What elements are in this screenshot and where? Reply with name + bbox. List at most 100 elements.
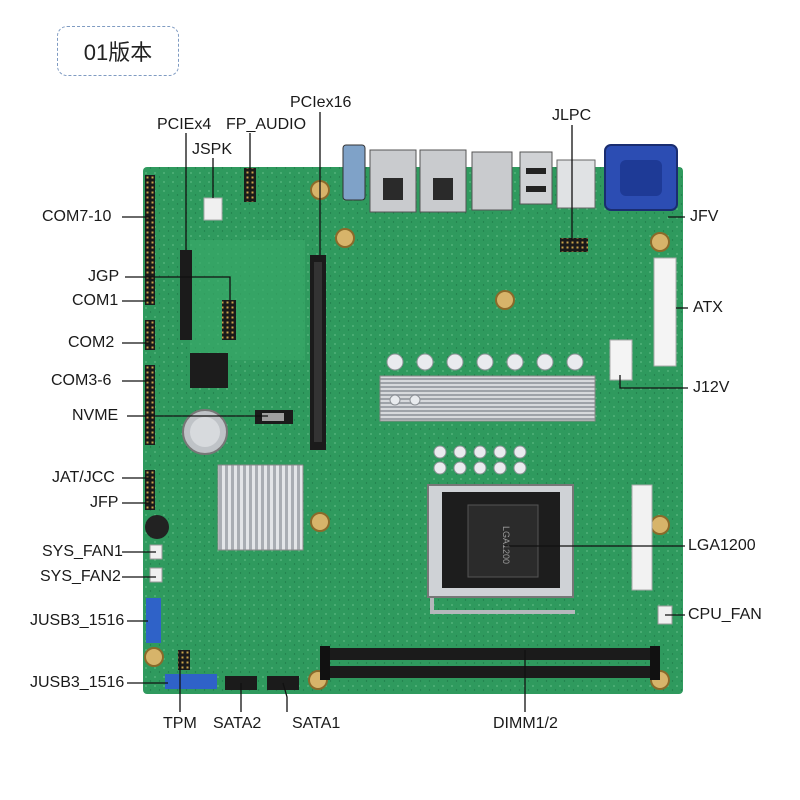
capacitor [536, 353, 554, 371]
dimm1-slot [330, 648, 650, 660]
pch-heatsink [217, 464, 304, 551]
socket-lever [430, 598, 575, 614]
label-jusb3-a: JUSB3_1516 [30, 612, 125, 629]
usb-port [556, 159, 596, 209]
label-com2: COM2 [68, 334, 115, 351]
capacitor [493, 461, 507, 475]
label-jfp: JFP [90, 494, 119, 511]
nvme-standoff [262, 413, 284, 421]
capacitor [409, 394, 421, 406]
label-fp-audio: FP_AUDIO [226, 116, 307, 133]
socket-cover [467, 504, 539, 578]
pciex4-slot [180, 250, 192, 340]
mount-hole [650, 515, 670, 535]
label-jspk: JSPK [192, 141, 233, 158]
label-cpu-fan: CPU_FAN [688, 606, 762, 623]
usb-port [519, 151, 553, 205]
com7-10-header [145, 175, 155, 305]
version-badge: 01版本 [57, 26, 179, 76]
jfp-header [145, 470, 155, 510]
capacitors [386, 353, 584, 475]
capacitor [433, 445, 447, 459]
leader-jgp [125, 276, 231, 300]
mount-hole [335, 228, 355, 248]
label-jat-jcc: JAT/JCC [52, 469, 115, 486]
capacitor [386, 353, 404, 371]
leader-lines [122, 112, 688, 712]
dimm2-slot [330, 666, 650, 678]
dimm-slots [320, 646, 660, 680]
label-j12v: J12V [693, 379, 730, 396]
capacitor [476, 353, 494, 371]
label-nvme: NVME [72, 407, 119, 424]
capacitor [453, 445, 467, 459]
label-com3-6: COM3-6 [51, 372, 112, 389]
leader-sata1 [282, 682, 288, 712]
label-jfv: JFV [690, 208, 719, 225]
jgp-header [222, 300, 236, 340]
atx-connector [653, 257, 677, 367]
capacitor [389, 394, 401, 406]
cpu-socket: LGA1200 [427, 484, 575, 614]
socket-text: LGA1200 [501, 526, 511, 564]
lan-port [471, 151, 513, 211]
label-atx: ATX [693, 299, 723, 316]
usb-port-tongue [526, 186, 546, 192]
mount-hole [144, 647, 164, 667]
label-pciex4: PCIEx4 [157, 116, 212, 133]
audio-jack [342, 144, 366, 201]
label-jusb3-b: JUSB3_1516 [30, 674, 125, 691]
label-tpm: TPM [163, 715, 197, 732]
j12v-connector [609, 339, 633, 381]
label-jlpc: JLPC [552, 107, 592, 124]
lan-port-opening [433, 178, 453, 200]
fp-audio-header [244, 168, 256, 202]
sys-fan2-connector [149, 567, 163, 583]
leader-j12v [619, 375, 688, 389]
buzzer [145, 515, 169, 539]
label-com7-10: COM7-10 [42, 208, 112, 225]
capacitor [493, 445, 507, 459]
label-sata1: SATA1 [292, 715, 341, 732]
capacitor [453, 461, 467, 475]
capacitor [566, 353, 584, 371]
usb3-header-horizontal [165, 674, 217, 689]
label-pciex16: PCIex16 [290, 94, 352, 111]
com-header [145, 320, 155, 350]
dimm-latch [320, 646, 330, 680]
capacitor [446, 353, 464, 371]
pcb-trace-area [190, 240, 305, 360]
lan-port-opening [383, 178, 403, 200]
capacitor [473, 445, 487, 459]
com3-6-header [145, 365, 155, 445]
right-io-connector [631, 484, 653, 591]
capacitor [416, 353, 434, 371]
rear-io [342, 144, 678, 213]
cmos-battery-top [190, 417, 220, 447]
mount-hole [310, 512, 330, 532]
mount-hole [495, 290, 515, 310]
capacitor [473, 461, 487, 475]
capacitor [513, 461, 527, 475]
capacitor [506, 353, 524, 371]
jlpc-header [560, 238, 588, 252]
label-sys-fan1: SYS_FAN1 [42, 543, 123, 560]
jspk-connector [203, 197, 223, 221]
usb-port-tongue [526, 168, 546, 174]
mount-hole [650, 232, 670, 252]
label-lga1200: LGA1200 [688, 537, 756, 554]
label-jgp: JGP [88, 268, 120, 285]
usb3-header-vertical [146, 598, 161, 643]
capacitor [513, 445, 527, 459]
label-sys-fan2: SYS_FAN2 [40, 568, 121, 585]
capacitor [433, 461, 447, 475]
label-com1: COM1 [72, 292, 119, 309]
tpm-header [178, 650, 190, 670]
io-chip [190, 353, 228, 388]
label-dimm: DIMM1/2 [493, 715, 558, 732]
vga-port-shell [620, 160, 662, 196]
dimm-latch [650, 646, 660, 680]
left-headers [145, 175, 217, 689]
